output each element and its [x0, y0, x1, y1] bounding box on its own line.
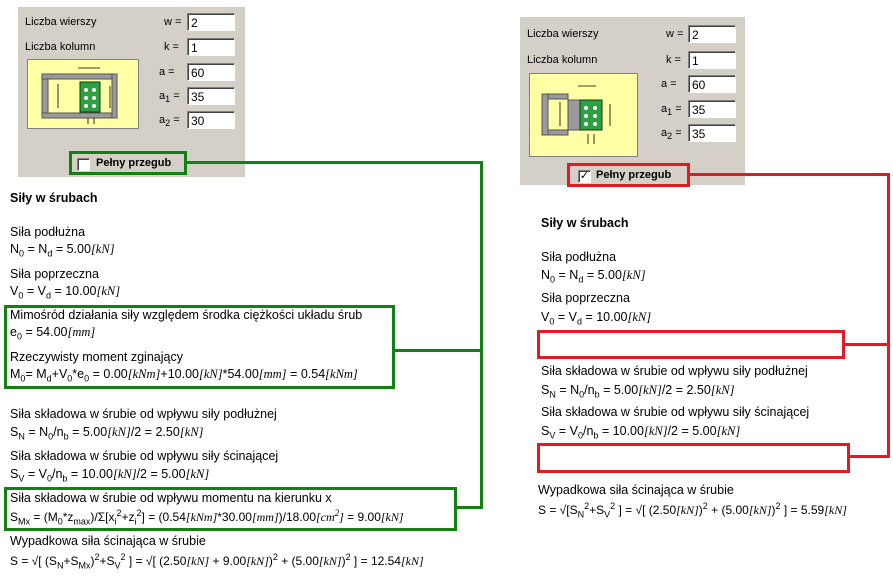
green-connector — [480, 161, 483, 509]
left-moment-formula: M0= Md+V0*e0 = 0.00[kNm]+10.00[kN]*54.00… — [10, 367, 358, 384]
bolt-group-diagram-icon — [541, 85, 611, 144]
right-results-heading: Siły w śrubach — [541, 216, 629, 230]
connection-diagram — [27, 59, 139, 129]
red-connector — [849, 455, 890, 458]
right-sv-label: Siła składowa w śrubie od wpływu siły śc… — [541, 405, 810, 419]
left-checkbox-label[interactable]: Pełny przegub — [96, 157, 172, 169]
cols-label: Liczba kolumn — [527, 54, 598, 66]
a1-input[interactable]: 35 — [688, 100, 736, 118]
left-ecc-label: Mimośród działania siły względem środka … — [10, 308, 363, 322]
right-total-label: Wypadkowa siła ścinająca w śrubie — [538, 483, 734, 497]
right-total-formula: S = √[SN2+SV2 ] = √[ (2.50[kN])2 + (5.00… — [538, 501, 847, 520]
left-smx-label: Siła składowa w śrubie od wpływu momentu… — [10, 491, 332, 505]
red-connector — [689, 173, 890, 176]
left-sv-label: Siła składowa w śrubie od wpływu siły śc… — [10, 449, 279, 463]
right-checkbox[interactable]: ✓ — [578, 170, 591, 183]
cols-var: k = — [666, 54, 681, 66]
cols-label: Liczba kolumn — [25, 41, 96, 53]
right-sn-label: Siła składowa w śrubie od wpływu siły po… — [541, 364, 808, 378]
left-smx-formula: SMx = (M0*zmax)/Σ[xi2+zi2] = (0.54[kNm]*… — [10, 508, 404, 527]
cols-var: k = — [164, 41, 179, 53]
left-axial-formula: N0 = Nd = 5.00[kN] — [10, 242, 115, 259]
rows-input[interactable]: 2 — [187, 13, 235, 31]
a2-var: a2 = — [661, 127, 682, 142]
left-total-label: Wypadkowa siła ścinająca w śrubie — [10, 534, 206, 548]
left-sv-formula: SV = V0/nb = 10.00[kN]/2 = 5.00[kN] — [10, 467, 210, 484]
rows-var: w = — [666, 28, 684, 40]
green-highlight-eccentricity — [4, 305, 395, 389]
right-shear-label: Siła poprzeczna — [541, 291, 630, 305]
rows-label: Liczba wierszy — [527, 28, 599, 40]
right-input-panel: Liczba wierszy w = 2 Liczba kolumn k = 1… — [520, 17, 745, 185]
green-connector — [186, 161, 483, 164]
left-input-panel: Liczba wierszy w = 2 Liczba kolumn k = 1… — [18, 7, 245, 177]
a2-var: a2 = — [159, 114, 180, 129]
right-sn-formula: SN = N0/nb = 5.00[kN]/2 = 2.50[kN] — [541, 383, 735, 400]
right-checkbox-label[interactable]: Pełny przegub — [596, 169, 672, 181]
rows-label: Liczba wierszy — [25, 16, 97, 28]
a-input[interactable]: 60 — [187, 63, 235, 81]
connection-diagram — [529, 73, 638, 157]
left-results-heading: Siły w śrubach — [10, 191, 98, 205]
left-moment-label: Rzeczywisty moment zginający — [10, 350, 183, 364]
a1-input[interactable]: 35 — [187, 87, 235, 105]
a-input[interactable]: 60 — [688, 75, 736, 93]
a2-input[interactable]: 35 — [688, 124, 736, 142]
left-axial-label: Siła podłużna — [10, 225, 86, 239]
left-total-formula: S = √[ (SN+SMx)2+SV2 ] = √[ (2.50[kN] + … — [10, 552, 424, 571]
green-connector — [456, 506, 483, 509]
red-highlight-checkbox — [567, 163, 690, 187]
left-ecc-formula: e0 = 54.00[mm] — [10, 325, 96, 342]
green-highlight-checkbox — [69, 151, 187, 175]
a2-input[interactable]: 30 — [187, 111, 235, 129]
green-connector — [394, 349, 483, 352]
a1-var: a1 = — [159, 90, 180, 105]
left-sn-label: Siła składowa w śrubie od wpływu siły po… — [10, 407, 277, 421]
bolt-group-diagram-icon — [41, 67, 118, 124]
left-shear-label: Siła poprzeczna — [10, 267, 99, 281]
rows-var: w = — [164, 16, 182, 28]
right-axial-label: Siła podłużna — [541, 250, 617, 264]
cols-input[interactable]: 1 — [187, 38, 235, 56]
red-connector — [844, 343, 890, 346]
red-highlight-empty-moment — [537, 443, 850, 473]
red-highlight-empty-eccentricity — [537, 330, 845, 359]
left-shear-formula: V0 = Vd = 10.00[kN] — [10, 284, 121, 301]
a-var: a = — [159, 66, 175, 78]
right-axial-formula: N0 = Nd = 5.00[kN] — [541, 268, 646, 285]
rows-input[interactable]: 2 — [688, 25, 736, 43]
right-sv-formula: SV = V0/nb = 10.00[kN]/2 = 5.00[kN] — [541, 424, 741, 441]
a1-var: a1 = — [661, 103, 682, 118]
red-connector — [887, 173, 890, 457]
right-shear-formula: V0 = Vd = 10.00[kN] — [541, 310, 652, 327]
green-highlight-moment-component — [4, 487, 457, 531]
a-var: a = — [661, 78, 677, 90]
left-sn-formula: SN = N0/nb = 5.00[kN]/2 = 2.50[kN] — [10, 425, 204, 442]
cols-input[interactable]: 1 — [688, 51, 736, 69]
left-checkbox[interactable] — [77, 158, 90, 171]
